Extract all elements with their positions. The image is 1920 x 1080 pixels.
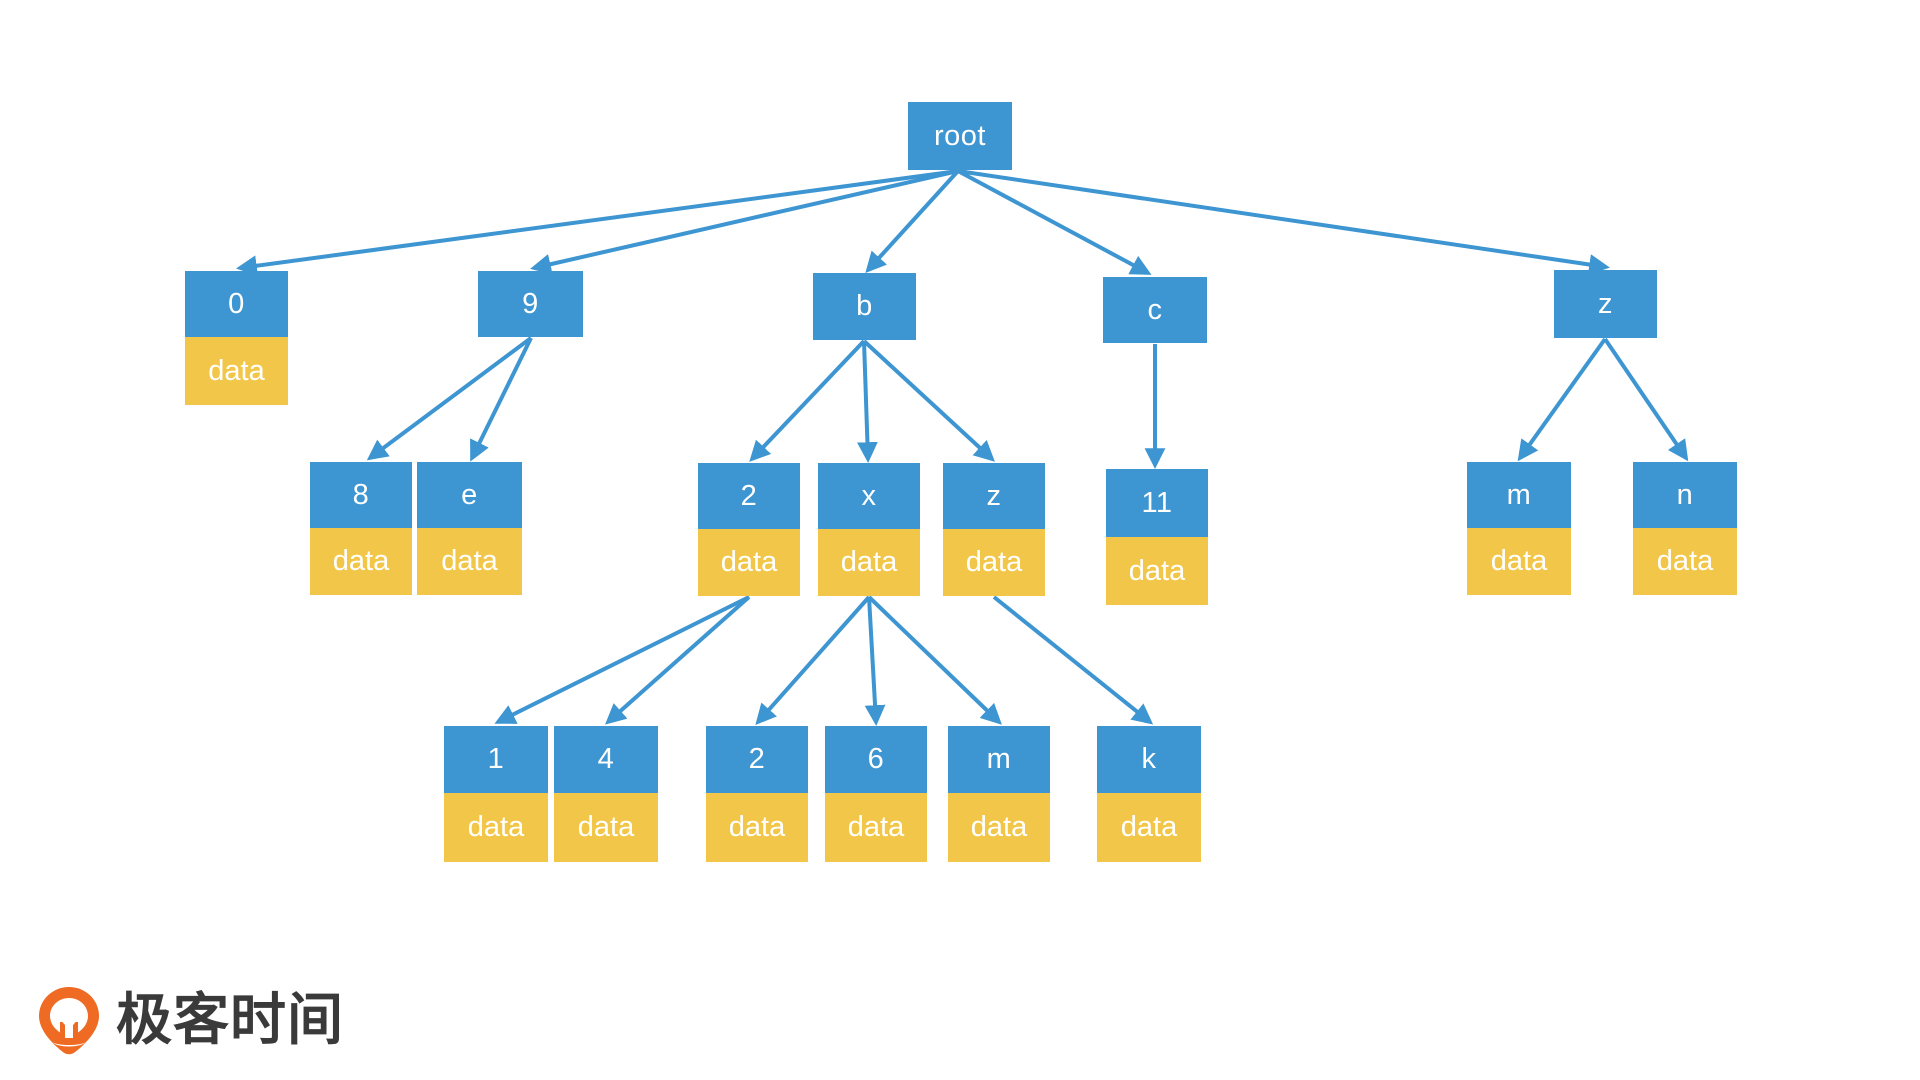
trie-node-key: m bbox=[1467, 462, 1571, 528]
trie-node-data: data bbox=[1633, 528, 1737, 595]
tree-edge bbox=[494, 595, 750, 724]
tree-edge bbox=[1603, 337, 1689, 462]
trie-node-data: data bbox=[185, 337, 288, 405]
trie-node-key: b bbox=[813, 273, 916, 340]
trie-node-key: 9 bbox=[478, 271, 583, 337]
tree-edge bbox=[957, 169, 1152, 275]
tree-edge bbox=[864, 596, 886, 726]
trie-node-key: k bbox=[1097, 726, 1201, 793]
tree-edge bbox=[470, 337, 533, 462]
trie-node-key: 2 bbox=[698, 463, 800, 529]
trie-node-key: 8 bbox=[310, 462, 412, 528]
trie-node-key: z bbox=[1554, 270, 1657, 338]
trie-node-data: data bbox=[444, 793, 548, 862]
tree-edge bbox=[992, 595, 1154, 725]
tree-edge bbox=[749, 339, 866, 462]
trie-node-key: c bbox=[1103, 277, 1207, 343]
tree-edge bbox=[957, 169, 1610, 275]
trie-node-data: data bbox=[948, 793, 1050, 862]
tree-edge bbox=[605, 595, 751, 725]
edges-group bbox=[236, 169, 1689, 726]
trie-node-key: 4 bbox=[554, 726, 658, 793]
trie-node-key: 11 bbox=[1106, 469, 1208, 537]
trie-node[interactable]: z bbox=[1554, 270, 1657, 338]
trie-node-key: 6 bbox=[825, 726, 927, 793]
trie-node-data: data bbox=[943, 529, 1045, 596]
tree-edge bbox=[1517, 337, 1607, 462]
trie-node[interactable]: c bbox=[1103, 277, 1207, 343]
tree-edge bbox=[530, 169, 959, 275]
trie-node[interactable]: root bbox=[908, 102, 1012, 170]
trie-node-data: data bbox=[706, 793, 808, 862]
trie-node-key: 0 bbox=[185, 271, 288, 337]
trie-node-data: data bbox=[1106, 537, 1208, 605]
trie-node-key: e bbox=[417, 462, 522, 528]
trie-node[interactable]: b bbox=[813, 273, 916, 340]
trie-node-data: data bbox=[417, 528, 522, 595]
trie-node-key: 2 bbox=[706, 726, 808, 793]
tree-edge bbox=[862, 339, 995, 462]
trie-node[interactable]: 9 bbox=[478, 271, 583, 337]
trie-node-key: x bbox=[818, 463, 920, 529]
trie-node-key: z bbox=[943, 463, 1045, 529]
tree-edge bbox=[236, 169, 959, 277]
trie-node-key: n bbox=[1633, 462, 1737, 528]
tree-edge bbox=[867, 595, 1002, 725]
geektime-logo: 极客时间 bbox=[38, 986, 344, 1056]
trie-node-data: data bbox=[554, 793, 658, 862]
trie-node-data: data bbox=[825, 793, 927, 862]
trie-node-key: m bbox=[948, 726, 1050, 793]
trie-node-key: root bbox=[908, 102, 1012, 170]
trie-node-key: 1 bbox=[444, 726, 548, 793]
tree-edge bbox=[865, 169, 960, 273]
trie-node-data: data bbox=[1467, 528, 1571, 595]
tree-edge bbox=[366, 336, 533, 461]
trie-node-data: data bbox=[1097, 793, 1201, 862]
tree-edge bbox=[857, 340, 878, 463]
trie-node-data: data bbox=[818, 529, 920, 596]
trie-node-data: data bbox=[310, 528, 412, 595]
tree-edge bbox=[755, 595, 871, 725]
trie-node-data: data bbox=[698, 529, 800, 596]
logo-text: 极客时间 bbox=[116, 988, 344, 1053]
geektime-pin-icon bbox=[39, 987, 99, 1055]
